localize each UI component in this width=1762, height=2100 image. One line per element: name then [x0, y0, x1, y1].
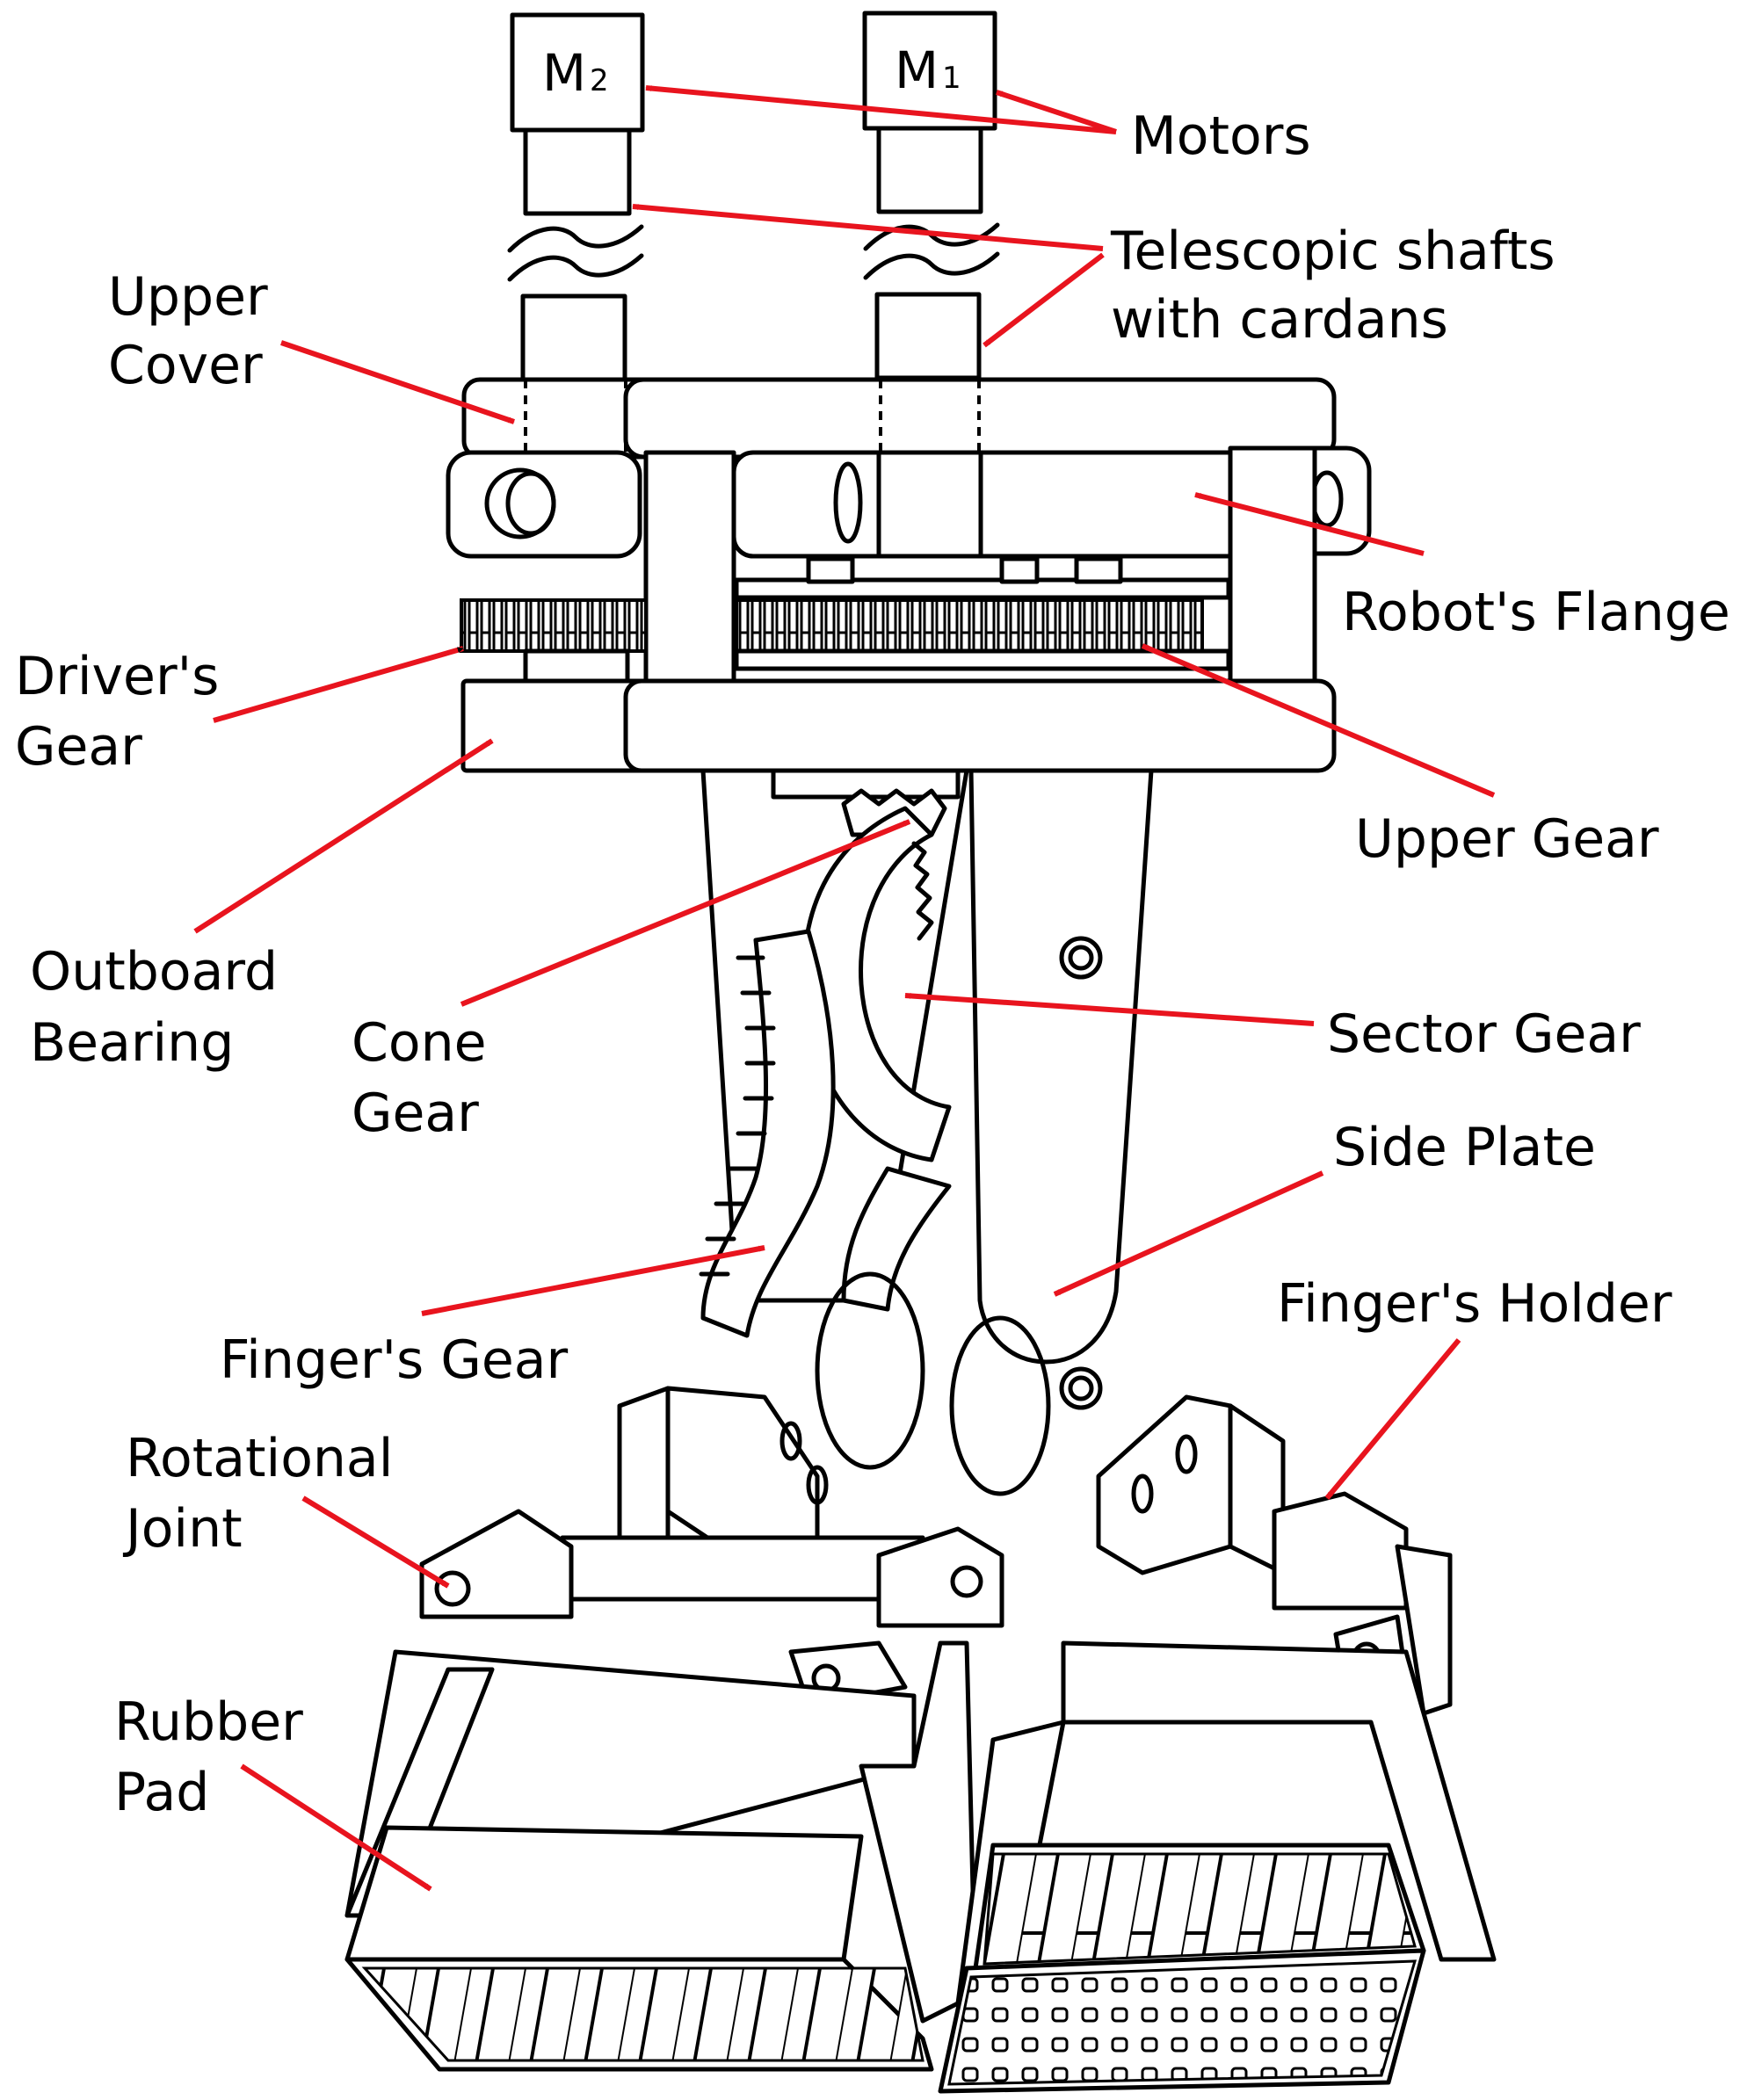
- label-telescopic-2: with cardans: [1111, 289, 1448, 351]
- label-drivers-gear-1: Driver's: [15, 646, 219, 707]
- arrow-drivers-gear: [213, 646, 464, 723]
- arrow-fingers-holder: [1324, 1338, 1461, 1500]
- cover-post-right: [1228, 445, 1317, 684]
- shaft-stub-left: [520, 293, 627, 382]
- label-sector-gear: Sector Gear: [1327, 1003, 1641, 1065]
- label-outboard-2: Bearing: [30, 1012, 234, 1074]
- motor-m2-sub: 2: [590, 63, 609, 98]
- arrow-motors-m2: [645, 85, 1117, 134]
- arrow-outboard-bearing: [193, 738, 494, 934]
- arrow-motors-m1: [996, 90, 1117, 134]
- arrow-fingers-gear: [421, 1245, 765, 1316]
- rubber-pad-right: [938, 1843, 1426, 2094]
- label-drivers-gear-2: Gear: [15, 716, 142, 778]
- label-upper-cover-1: Upper: [108, 266, 268, 328]
- label-rubber-2: Pad: [114, 1762, 209, 1823]
- arrow-rotational-joint: [301, 1495, 450, 1589]
- rubber-pad-left: [344, 1825, 934, 2072]
- arrow-telescopic-right: [983, 252, 1105, 348]
- label-motors: Motors: [1131, 105, 1311, 167]
- outboard-bearing: [460, 678, 1337, 773]
- arrow-upper-gear: [1141, 643, 1496, 798]
- label-upper-gear: Upper Gear: [1355, 808, 1659, 870]
- shaft-stub-right: [874, 292, 982, 380]
- fingers-holder-right: [1096, 1394, 1409, 1611]
- gear-band: [460, 556, 1231, 684]
- svg-text:M1: M1: [895, 40, 961, 100]
- label-cone-2: Gear: [352, 1083, 479, 1144]
- fingers-holder-left: [560, 1386, 925, 1602]
- motor-m2-letter: M: [542, 43, 586, 103]
- arrow-rubber-pad: [240, 1763, 432, 1892]
- arrow-sector-gear: [904, 992, 1315, 1026]
- label-side-plate: Side Plate: [1333, 1117, 1596, 1178]
- label-upper-cover-2: Cover: [108, 335, 263, 396]
- callout-arrows: [193, 85, 1496, 1892]
- label-cone-1: Cone: [352, 1012, 487, 1074]
- arrow-telescopic-left: [632, 204, 1104, 251]
- label-outboard-1: Outboard: [30, 941, 278, 1003]
- svg-text:M2: M2: [542, 43, 609, 103]
- arrow-upper-cover: [280, 340, 515, 424]
- sector-gear: [801, 806, 952, 1162]
- arrow-robots-flange: [1194, 492, 1425, 556]
- upper-gear: [735, 598, 1204, 653]
- label-rotational-2: Joint: [122, 1498, 243, 1560]
- drivers-gear: [460, 598, 648, 653]
- shaft-break-left: [507, 224, 644, 282]
- label-robots-flange: Robot's Flange: [1342, 582, 1730, 643]
- arrow-side-plate: [1053, 1170, 1324, 1297]
- label-telescopic-1: Telescopic shafts: [1110, 221, 1555, 282]
- side-plate: [815, 768, 1154, 1496]
- motor-m1-sub: 1: [942, 61, 961, 96]
- motor-m1-letter: M: [895, 40, 939, 100]
- label-rotational-1: Rotational: [126, 1428, 393, 1489]
- arrow-cone-gear: [460, 819, 911, 1007]
- label-rubber-1: Rubber: [114, 1691, 303, 1753]
- label-fingers-gear: Finger's Gear: [220, 1329, 569, 1391]
- label-fingers-holder: Finger's Holder: [1277, 1273, 1672, 1335]
